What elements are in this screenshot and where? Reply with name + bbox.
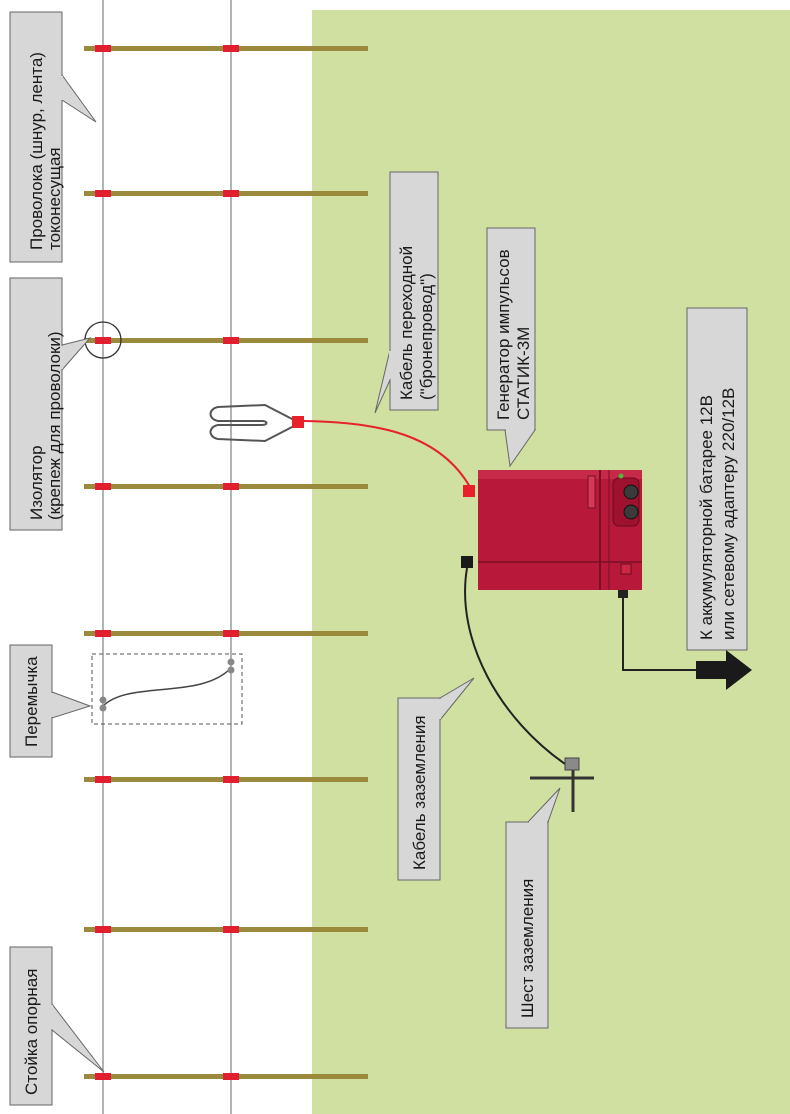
insulator-icon <box>223 483 239 490</box>
transition-cable-label-line2: ("бронепровод") <box>417 273 436 400</box>
insulator-icon <box>223 776 239 783</box>
fence-post <box>84 337 368 344</box>
fence-post <box>84 1073 368 1080</box>
callout-generator: Генератор импульсов СТАТИК-3М <box>486 227 536 468</box>
insulator-icon <box>223 45 239 52</box>
ground-rod-icon <box>530 757 594 812</box>
callout-insulator: Изолятор (крепеж для проволоки) <box>9 277 92 531</box>
generator-label-line1: Генератор импульсов <box>494 249 513 420</box>
ground-rod-label: Шест заземления <box>518 879 537 1018</box>
generator-icon <box>478 470 642 598</box>
insulator-label-line1: Изолятор <box>27 445 46 520</box>
battery-label-line2: или сетевому адаптеру 220/12В <box>719 388 738 640</box>
insulator-icon <box>223 1073 239 1080</box>
fence-post <box>84 190 368 197</box>
callout-post: Стойка опорная <box>9 946 105 1106</box>
post-label: Стойка опорная <box>22 969 41 1095</box>
ground-cable <box>464 567 569 767</box>
insulator-icon <box>223 630 239 637</box>
callout-ground-rod: Шест заземления <box>505 787 561 1029</box>
callout-transition-cable: Кабель переходной ("бронепровод") <box>374 171 439 414</box>
jumper-label: Перемычка <box>22 656 41 747</box>
fence-post <box>84 776 368 783</box>
insulator-icon <box>95 190 111 197</box>
fence-post <box>84 483 368 490</box>
fork-clip-icon <box>209 403 304 443</box>
callout-wire: Проволока (шнур, лента) токонесущая <box>9 11 97 263</box>
insulator-icon <box>95 926 111 933</box>
transition-cable-label-line1: Кабель переходной <box>397 246 416 400</box>
ground-cable-label: Кабель заземления <box>410 715 429 870</box>
insulator-icon <box>95 483 111 490</box>
generator-label-line2: СТАТИК-3М <box>514 327 533 420</box>
insulator-icon <box>95 776 111 783</box>
callout-jumper: Перемычка <box>9 644 92 758</box>
arrow-right-icon <box>696 650 752 690</box>
generator-connector-red <box>463 485 475 497</box>
wire-label-line1: Проволока (шнур, лента) <box>27 52 46 250</box>
insulator-label-line2: (крепеж для проволоки) <box>45 331 64 520</box>
callout-ground-cable: Кабель заземления <box>397 677 475 881</box>
insulator-icon <box>95 630 111 637</box>
fence-post <box>84 630 368 637</box>
battery-box: К аккумуляторной батарее 12В или сетевом… <box>686 307 748 651</box>
transition-cable <box>303 420 471 488</box>
battery-label-line1: К аккумуляторной батарее 12В <box>697 395 716 640</box>
power-cable <box>622 598 696 671</box>
insulator-icon <box>223 337 239 344</box>
insulator-icon <box>95 337 111 344</box>
fence-post <box>84 926 368 933</box>
insulator-icon <box>223 926 239 933</box>
insulator-icon <box>223 190 239 197</box>
wire-label-line2: токонесущая <box>45 147 64 250</box>
insulator-icon <box>95 1073 111 1080</box>
jumper-icon <box>91 653 243 725</box>
generator-connector-black <box>461 556 473 568</box>
insulator-icon <box>95 45 111 52</box>
fence-post <box>84 45 368 52</box>
